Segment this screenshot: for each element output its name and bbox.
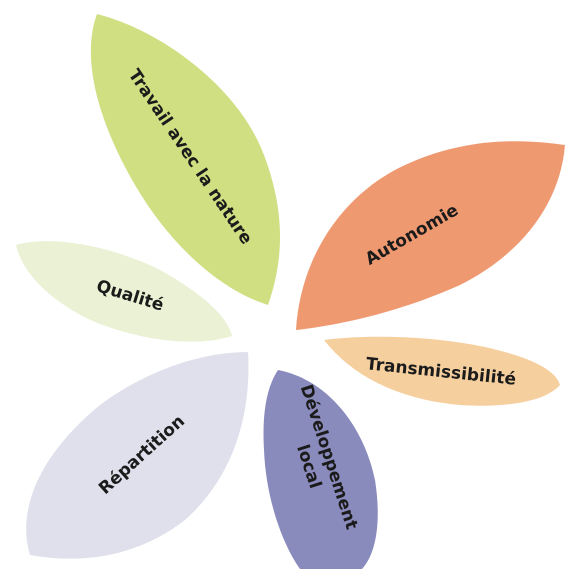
petal-shape bbox=[90, 14, 280, 305]
petal-shape bbox=[26, 352, 249, 559]
petal-shape bbox=[263, 370, 378, 569]
petal-shape bbox=[324, 336, 560, 406]
petal-autonomie: Autonomie bbox=[296, 141, 565, 330]
petal-shape bbox=[16, 241, 232, 342]
petal-repartition: Répartition bbox=[26, 352, 249, 559]
petal-transmissibilite: Transmissibilité bbox=[324, 336, 560, 406]
petal-shape bbox=[296, 141, 565, 330]
petal-qualite: Qualité bbox=[16, 241, 232, 342]
petal-developpement-local: Développement local bbox=[263, 370, 378, 569]
